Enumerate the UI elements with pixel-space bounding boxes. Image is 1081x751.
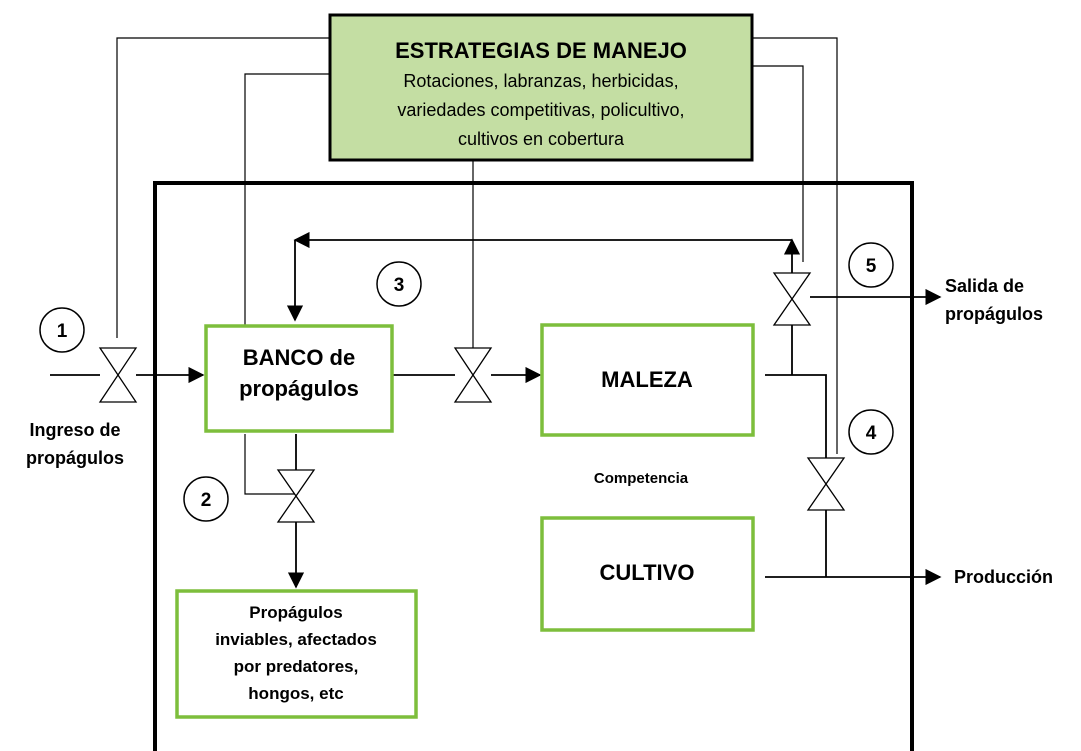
circle-2-label: 2 — [201, 490, 212, 511]
valve-produccion — [806, 457, 846, 511]
salida-label-2: propágulos — [945, 304, 1043, 324]
cultivo-box — [540, 516, 755, 632]
circle-3: 3 — [376, 261, 422, 307]
ingreso-label-2: propágulos — [26, 448, 124, 468]
circle-5-label: 5 — [866, 256, 877, 277]
system-boundary — [153, 181, 914, 751]
strategies-line-2: variedades competitivas, policultivo, — [397, 100, 684, 120]
strategies-line-3: cultivos en cobertura — [458, 129, 625, 149]
valve-banco-maleza — [453, 347, 493, 403]
circle-4-label: 4 — [866, 423, 877, 444]
strategies-box — [328, 13, 754, 162]
circle-5: 5 — [848, 242, 894, 288]
banco-line-2: propágulos — [239, 376, 359, 401]
circle-1: 1 — [39, 307, 85, 353]
valve-inviables — [276, 469, 316, 523]
banco-box — [204, 324, 394, 433]
valve-salida — [772, 272, 812, 326]
circle-3-label: 3 — [394, 275, 405, 296]
circle-1-label: 1 — [57, 321, 68, 342]
inviables-line-4: hongos, etc — [248, 684, 343, 703]
strategies-title: ESTRATEGIAS DE MANEJO — [395, 38, 687, 63]
valve-ingreso — [98, 347, 138, 403]
maleza-box — [540, 323, 755, 437]
cultivo-label: CULTIVO — [600, 560, 695, 585]
circle-2: 2 — [183, 476, 229, 522]
inviables-line-2: inviables, afectados — [215, 630, 377, 649]
flow-lines — [50, 231, 942, 589]
produccion-label: Producción — [954, 567, 1053, 587]
strategies-line-1: Rotaciones, labranzas, herbicidas, — [403, 71, 678, 91]
salida-label-1: Salida de — [945, 276, 1024, 296]
circle-4: 4 — [848, 409, 894, 455]
valves — [98, 272, 846, 523]
inviables-box — [175, 589, 418, 719]
control-lines — [116, 37, 838, 495]
inviables-line-1: Propágulos — [249, 603, 343, 622]
competencia-label: Competencia — [594, 470, 689, 487]
inviables-line-3: por predatores, — [234, 657, 359, 676]
banco-line-1: BANCO de — [243, 345, 355, 370]
maleza-label: MALEZA — [601, 367, 693, 392]
ingreso-label-1: Ingreso de — [29, 420, 120, 440]
